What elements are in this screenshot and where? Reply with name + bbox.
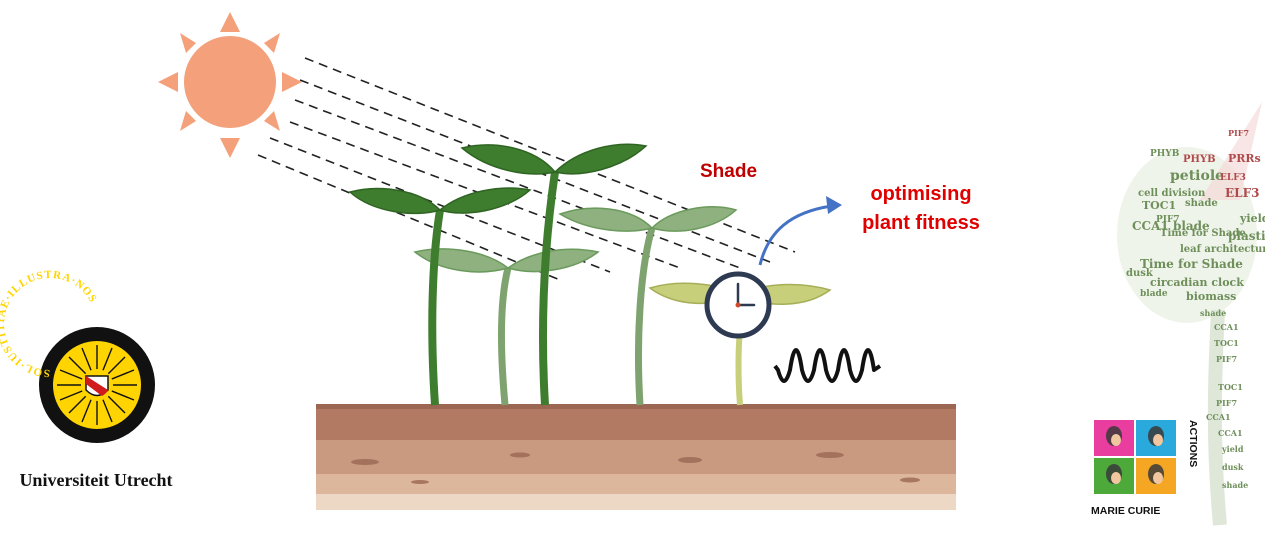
word-cloud-word: PIF7 <box>1216 354 1237 364</box>
word-cloud-word: PHYB <box>1183 154 1216 165</box>
plant-light-1 <box>413 248 600 406</box>
word-cloud-word: Time for Shade <box>1140 257 1243 271</box>
word-cloud-word: biomass <box>1186 290 1236 303</box>
word-cloud-word: CCA1 blade <box>1132 219 1210 233</box>
marie-curie-name-text: MARIE CURIE <box>1091 505 1160 517</box>
word-cloud-word: TOC1 <box>1214 338 1239 348</box>
word-cloud-word: PHYB <box>1150 149 1180 159</box>
outcome-label-line2: plant fitness <box>862 212 980 234</box>
plant-dark-1 <box>348 187 532 406</box>
word-cloud-word: yield <box>1221 444 1244 454</box>
rhythm-wave-icon <box>773 348 882 383</box>
word-cloud-word: ELF3 <box>1220 173 1246 183</box>
word-cloud-word: CCA1 <box>1206 412 1231 422</box>
word-cloud-word: Time for Shade <box>1160 228 1246 239</box>
word-cloud-word: shade <box>1185 198 1218 209</box>
word-cloud-word: TOC1 <box>1142 199 1176 212</box>
university-name: Universiteit Utrecht <box>19 470 172 490</box>
university-seal-logo: SOL·IUSTITIAE·ILLUSTRA·NOS <box>0 269 155 443</box>
word-cloud-word: PIF7 <box>1156 215 1180 225</box>
word-cloud-word: PIF7 <box>1228 128 1249 138</box>
word-cloud-word: CCA1 <box>1218 428 1243 438</box>
word-cloud-word: PIF7 <box>1216 398 1237 408</box>
word-cloud-word: leaf architecture <box>1180 244 1265 255</box>
word-cloud-word: dusk <box>1222 462 1244 472</box>
shade-label: Shade <box>700 161 757 182</box>
clock-icon <box>704 271 772 339</box>
word-cloud-word: shade <box>1200 308 1226 318</box>
word-cloud-word: cell division <box>1138 188 1206 199</box>
word-cloud-word: circadian clock <box>1150 276 1244 289</box>
word-cloud-word: petiole <box>1170 168 1224 184</box>
word-cloud-word: plasticity <box>1228 229 1265 243</box>
plant-dark-2 <box>460 143 648 406</box>
word-cloud-word: CCA1 <box>1214 322 1239 332</box>
word-cloud-word: ELF3 <box>1225 186 1259 200</box>
fitness-arrow <box>758 196 842 266</box>
word-cloud-word: blade <box>1140 289 1168 299</box>
marie-curie-actions-text: ACTIONS <box>1187 420 1199 467</box>
soil <box>316 404 956 510</box>
word-cloud-word: yield <box>1239 212 1265 225</box>
word-cloud-word: TOC1 <box>1218 382 1243 392</box>
sun-icon <box>158 12 302 158</box>
word-cloud-word: shade <box>1222 480 1248 490</box>
plant-light-2 <box>558 206 738 406</box>
outcome-label-line1: optimising <box>870 183 971 205</box>
word-cloud-word: PRRs <box>1228 152 1261 165</box>
marie-curie-logo: ACTIONS MARIE CURIE <box>1091 420 1199 517</box>
word-cloud-word: dusk <box>1126 268 1154 279</box>
